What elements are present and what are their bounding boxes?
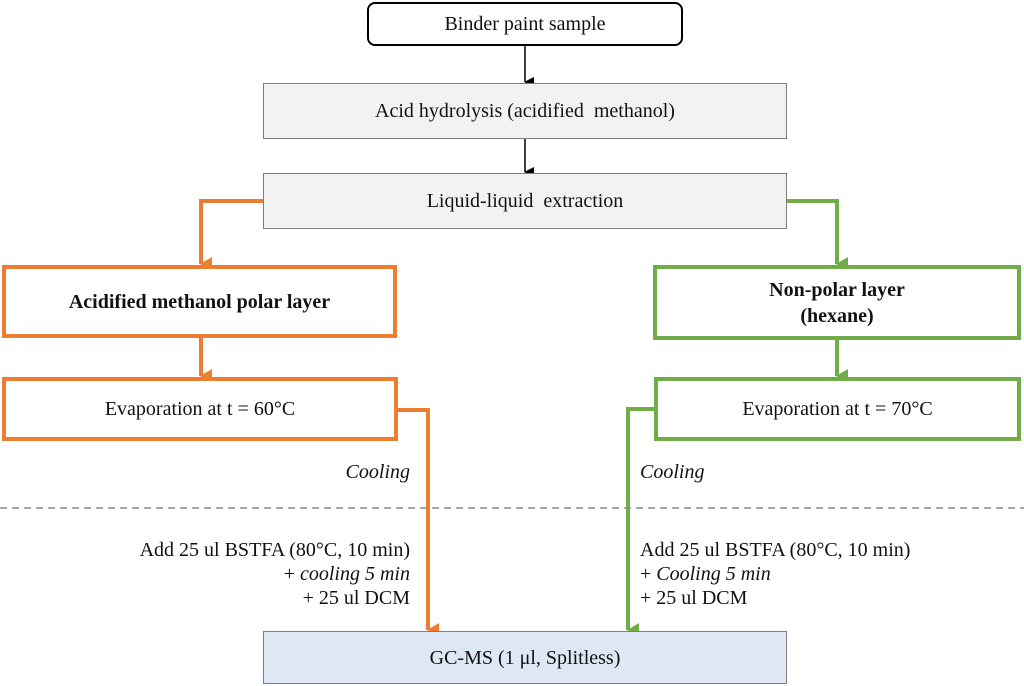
right-step1: Add 25 ul BSTFA (80°C, 10 min) (640, 539, 911, 561)
node-extraction-label: Liquid-liquid extraction (426, 190, 624, 212)
left-steps: Add 25 ul BSTFA (80°C, 10 min) + cooling… (140, 538, 410, 610)
node-gcms: GC-MS (1 μl, Splitless) (263, 631, 787, 684)
right-step3: + 25 ul DCM (640, 587, 748, 609)
node-sample-label: Binder paint sample (444, 13, 606, 35)
node-evap-left-label: Evaporation at t = 60°C (104, 398, 296, 420)
node-evap-right-label: Evaporation at t = 70°C (742, 398, 933, 420)
arrow-evap-left-to-gcms (398, 408, 439, 637)
right-cooling-label: Cooling (640, 461, 705, 483)
right-steps: Add 25 ul BSTFA (80°C, 10 min) + Cooling… (640, 538, 910, 610)
node-polar-layer-label: Acidified methanol polar layer (68, 290, 331, 313)
node-extraction: Liquid-liquid extraction (263, 173, 787, 229)
node-nonpolar-layer-line1: Non-polar layer (769, 278, 905, 301)
node-hydrolysis-label: Acid hydrolysis (acidified methanol) (375, 100, 675, 122)
right-step2-prefix: + (640, 563, 657, 585)
node-nonpolar-layer-line2: (hexane) (800, 304, 874, 327)
left-step3: + 25 ul DCM (302, 587, 410, 609)
node-nonpolar-layer: Non-polar layer (hexane) (653, 265, 1021, 340)
node-hydrolysis: Acid hydrolysis (acidified methanol) (263, 83, 787, 139)
left-step2: + cooling 5 min (140, 562, 410, 586)
node-gcms-label: GC-MS (1 μl, Splitless) (429, 646, 621, 669)
left-step2-prefix: + (283, 563, 300, 585)
left-step2-italic: cooling 5 min (300, 563, 410, 585)
left-cooling-label: Cooling (345, 461, 410, 483)
arrow-evap-right-to-gcms (626, 407, 655, 637)
node-evap-right: Evaporation at t = 70°C (654, 377, 1021, 441)
node-polar-layer: Acidified methanol polar layer (2, 265, 397, 338)
node-sample: Binder paint sample (367, 2, 683, 46)
arrow-extraction-to-polar (199, 199, 263, 271)
right-step2-italic: Cooling 5 min (656, 563, 771, 585)
node-evap-left: Evaporation at t = 60°C (2, 377, 398, 441)
right-step2: + Cooling 5 min (640, 562, 910, 586)
arrow-extraction-to-nonpolar (787, 199, 848, 271)
left-step1: Add 25 ul BSTFA (80°C, 10 min) (139, 539, 410, 561)
